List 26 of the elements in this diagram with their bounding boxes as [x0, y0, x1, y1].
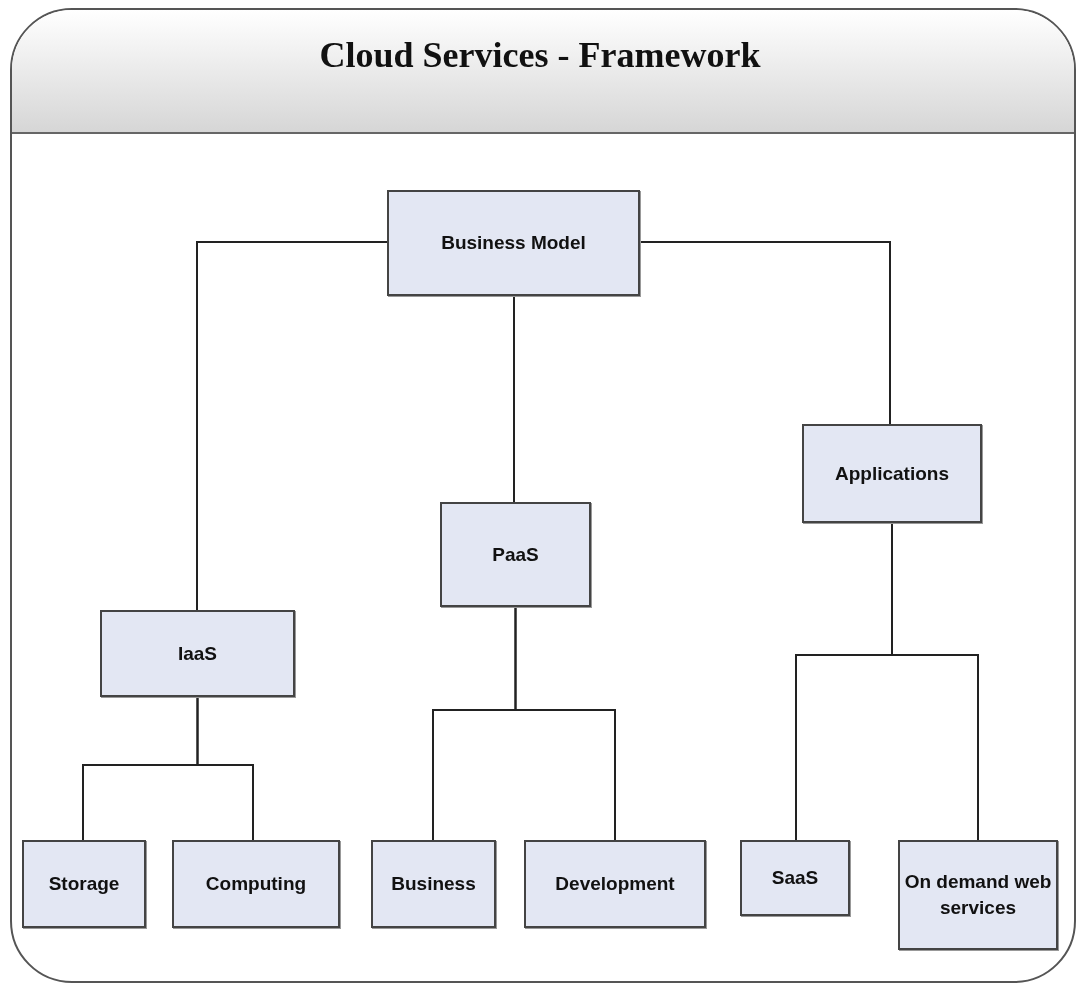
diagram-title: Cloud Services - Framework — [318, 34, 762, 76]
process-box — [524, 840, 706, 928]
box-label: On demand web services — [904, 870, 1052, 920]
connector-line — [196, 696, 254, 841]
process-box — [172, 840, 340, 928]
connector-line — [513, 295, 515, 503]
box-label: PaaS — [492, 542, 539, 567]
process-box — [802, 424, 982, 523]
process-box — [387, 190, 640, 296]
box-label: Computing — [205, 872, 307, 897]
box-label: Applications — [835, 461, 949, 486]
connector-line — [514, 606, 616, 841]
box-label: Storage — [48, 872, 120, 897]
box-label: Business — [391, 872, 476, 897]
box-label: IaaS — [177, 641, 218, 666]
process-box — [22, 840, 146, 928]
process-box — [100, 610, 295, 697]
connector-line — [639, 241, 891, 425]
box-label: SaaS — [771, 866, 819, 891]
box-label: Business Model — [441, 231, 586, 256]
process-box — [898, 840, 1058, 950]
process-box — [371, 840, 496, 928]
connector-line — [196, 241, 388, 611]
process-box — [740, 840, 850, 916]
process-box — [440, 502, 591, 607]
box-label: Development — [555, 872, 675, 897]
